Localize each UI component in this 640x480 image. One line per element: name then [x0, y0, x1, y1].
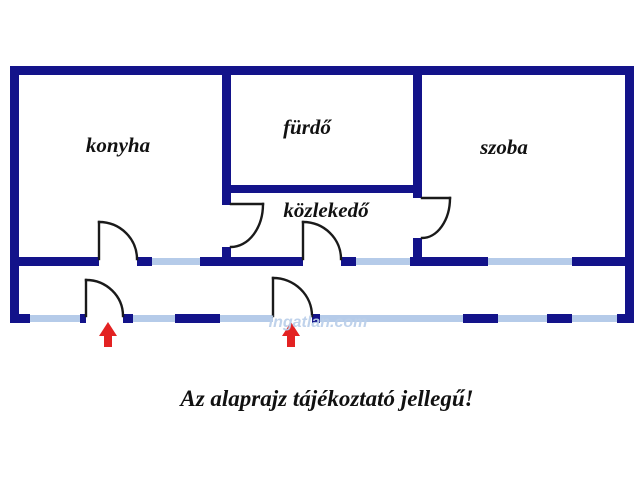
outer-wall-left	[10, 66, 19, 323]
room-label-szoba: szoba	[479, 135, 528, 159]
mid-wall-seg	[137, 257, 152, 266]
bottom-wall-seg	[175, 314, 220, 323]
door-swing-arc	[84, 278, 125, 318]
bottom-wall-seg	[547, 314, 572, 323]
divider-konyha-stub	[222, 247, 231, 266]
divider-konyha-upper	[222, 66, 231, 205]
bottom-wall-seg	[80, 314, 86, 323]
room-label-kozlekedo: közlekedő	[283, 198, 370, 222]
window-segment	[488, 258, 572, 265]
mid-wall-seg	[410, 257, 488, 266]
room-label-konyha: konyha	[86, 133, 150, 157]
mid-wall-seg	[200, 257, 303, 266]
window-segment	[133, 315, 175, 322]
mid-wall-seg	[572, 257, 634, 266]
disclaimer-caption: Az alaprajz tájékoztató jellegű!	[178, 386, 473, 411]
window-segment	[572, 315, 617, 322]
entrance-arrow-icon	[99, 322, 117, 347]
outer-wall-right	[625, 66, 634, 323]
window-segment	[356, 258, 410, 265]
bottom-wall-seg	[312, 314, 320, 323]
bottom-wall-seg	[617, 314, 634, 323]
outer-wall-top	[10, 66, 634, 75]
window-segment	[498, 315, 547, 322]
window-segment	[30, 315, 80, 322]
door-swing-arc	[97, 220, 139, 261]
windows	[30, 258, 617, 322]
bottom-wall-seg	[123, 314, 133, 323]
door-swing-arc	[229, 202, 265, 249]
bottom-wall-seg	[463, 314, 498, 323]
window-segment	[220, 315, 273, 322]
door-swing-arc	[271, 276, 314, 318]
window-segment	[152, 258, 200, 265]
window-segment	[320, 315, 463, 322]
divider-szoba-stub	[413, 238, 422, 266]
divider-szoba-upper	[413, 66, 422, 198]
entrance-arrows	[99, 322, 300, 347]
watermark-text: ingatlan.com	[269, 314, 368, 331]
doors	[84, 196, 452, 318]
bottom-wall-seg	[10, 314, 30, 323]
entrance-arrow-icon	[282, 322, 300, 347]
mid-wall-seg	[341, 257, 356, 266]
wall-furdo-bottom	[222, 185, 422, 193]
door-swing-arc	[301, 220, 343, 261]
room-label-furdo: fürdő	[283, 115, 332, 139]
mid-wall-seg	[10, 257, 99, 266]
door-swing-arc	[420, 196, 452, 240]
walls	[10, 66, 634, 323]
